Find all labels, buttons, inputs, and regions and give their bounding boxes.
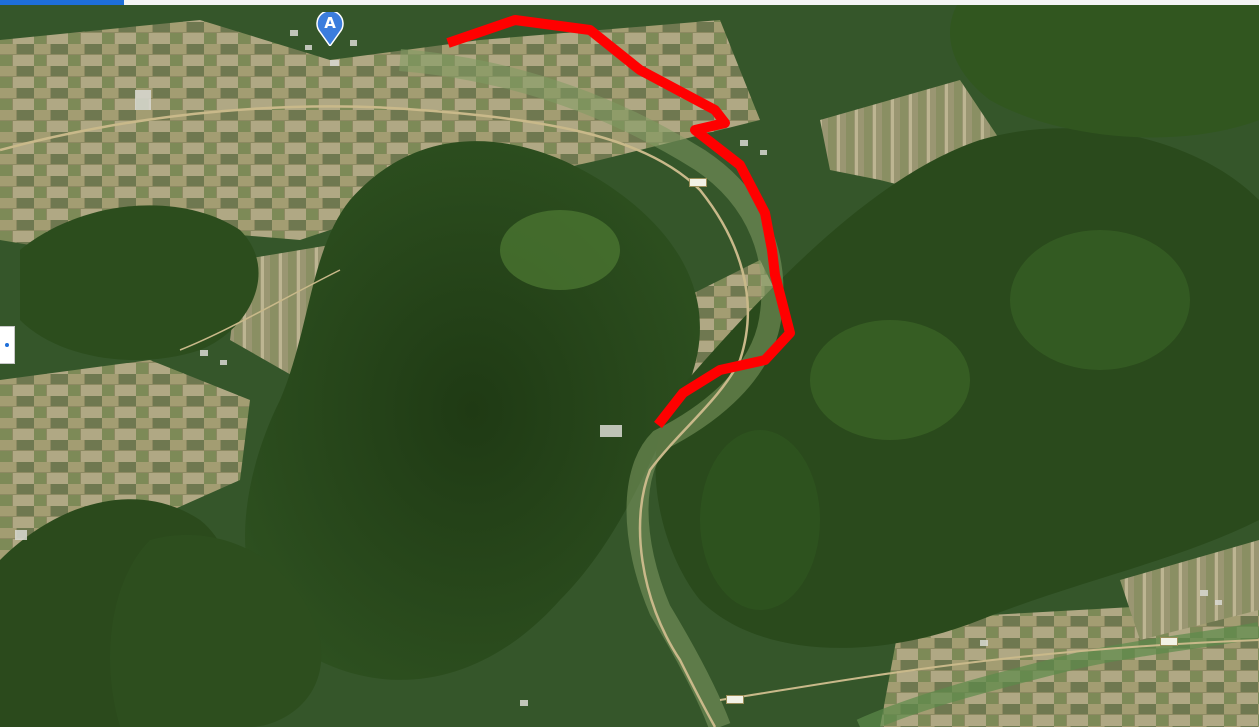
route-line — [446, 15, 795, 429]
road-number-sign — [1160, 637, 1178, 646]
road-number-sign — [689, 178, 707, 187]
marker-a[interactable]: A — [316, 9, 344, 48]
side-panel-toggle[interactable] — [0, 326, 15, 364]
marker-label: A — [324, 14, 336, 32]
road-number-sign — [726, 695, 744, 704]
top-bar — [0, 0, 1259, 5]
top-bar-accent — [0, 0, 124, 5]
toggle-dot-icon — [5, 343, 9, 347]
